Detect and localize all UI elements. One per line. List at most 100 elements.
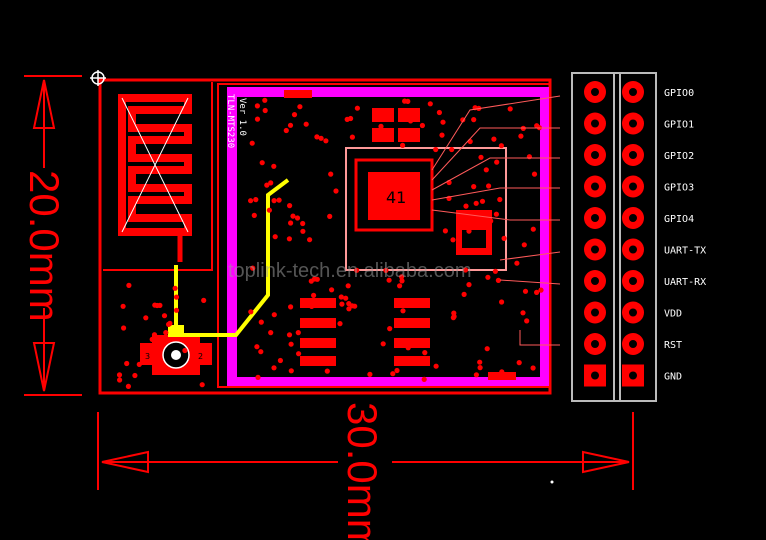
signal-trace <box>519 330 560 346</box>
via <box>433 363 439 369</box>
via <box>271 163 277 169</box>
via <box>277 357 283 364</box>
board-part-code: TLN-MTS230 <box>225 94 235 148</box>
via <box>262 107 268 114</box>
via <box>400 142 406 148</box>
via <box>521 242 527 248</box>
via <box>492 268 498 274</box>
via <box>268 180 274 186</box>
via <box>436 109 442 116</box>
smd-pad <box>300 338 336 348</box>
signal-trace <box>499 251 561 261</box>
via <box>499 299 505 305</box>
header-pin-hole <box>629 88 637 96</box>
header-pin-hole <box>629 182 637 191</box>
via <box>467 138 473 145</box>
via <box>254 103 260 109</box>
smd-pad <box>300 298 336 308</box>
header-pin-hole <box>591 245 599 254</box>
via <box>120 303 126 309</box>
via <box>520 310 526 316</box>
via <box>271 365 277 371</box>
antenna-meander-trace <box>118 94 192 236</box>
via <box>422 350 428 356</box>
chip-keepout-outline <box>345 147 507 271</box>
via <box>477 359 483 365</box>
via <box>268 330 274 336</box>
signal-traces <box>431 95 561 346</box>
via <box>288 304 294 310</box>
via <box>463 203 469 209</box>
pin-label-gpio0: GPIO0 <box>664 88 694 99</box>
via <box>451 310 457 316</box>
via <box>258 319 264 325</box>
header-pin-hole <box>629 340 637 348</box>
header-pin-hole <box>629 371 637 380</box>
via <box>311 276 318 282</box>
via <box>498 143 504 149</box>
header-pin-hole <box>591 308 599 317</box>
via <box>501 235 507 241</box>
header-pin-hole <box>591 88 599 96</box>
via <box>250 265 256 271</box>
header-pin-hole <box>629 214 637 222</box>
via <box>337 321 343 327</box>
via <box>288 341 294 347</box>
via <box>117 377 123 383</box>
via <box>324 368 330 374</box>
via <box>488 218 494 224</box>
via <box>161 313 168 319</box>
via <box>354 267 360 273</box>
main-chip: 41 <box>345 147 507 271</box>
via <box>522 288 529 294</box>
antenna-hatch <box>121 97 189 233</box>
via <box>199 382 205 388</box>
via <box>494 159 500 165</box>
via <box>288 220 294 226</box>
via <box>473 200 479 206</box>
via <box>471 117 477 123</box>
via <box>493 211 499 217</box>
via <box>266 207 272 213</box>
via <box>307 237 313 243</box>
via <box>499 369 505 375</box>
via <box>286 236 292 242</box>
board-version: Ver 1.0 <box>237 98 247 136</box>
via <box>126 282 132 288</box>
via <box>283 127 289 134</box>
via <box>259 160 265 166</box>
via <box>156 338 162 344</box>
header-pin-hole <box>629 245 637 254</box>
via <box>262 97 268 103</box>
header-pin-hole <box>591 182 599 191</box>
via <box>405 98 411 104</box>
pcb-board <box>98 78 552 395</box>
pin-label-uart-tx: UART-TX <box>664 246 706 257</box>
via <box>306 340 312 347</box>
via <box>182 347 188 354</box>
via <box>248 309 254 315</box>
via <box>472 224 478 230</box>
smd-pad <box>300 356 336 366</box>
via <box>440 119 446 125</box>
via <box>330 338 336 344</box>
via <box>154 302 160 309</box>
via <box>248 198 254 204</box>
via <box>288 368 294 374</box>
via <box>258 349 264 355</box>
via <box>466 282 472 288</box>
width-label: 30.0mm <box>339 402 386 540</box>
smd-pad <box>284 90 312 98</box>
pin-rows: GPIO0GPIO1GPIO2GPIO3GPIO4UART-TXUART-RXV… <box>584 81 706 387</box>
via <box>136 361 142 367</box>
via <box>345 283 351 289</box>
via <box>486 183 492 189</box>
via <box>514 260 520 266</box>
via <box>346 306 352 312</box>
signal-trace <box>431 157 560 191</box>
smd-pad <box>488 372 516 380</box>
smd-pad <box>394 356 430 366</box>
via <box>271 198 277 204</box>
via <box>375 130 381 136</box>
signal-trace <box>431 127 560 181</box>
